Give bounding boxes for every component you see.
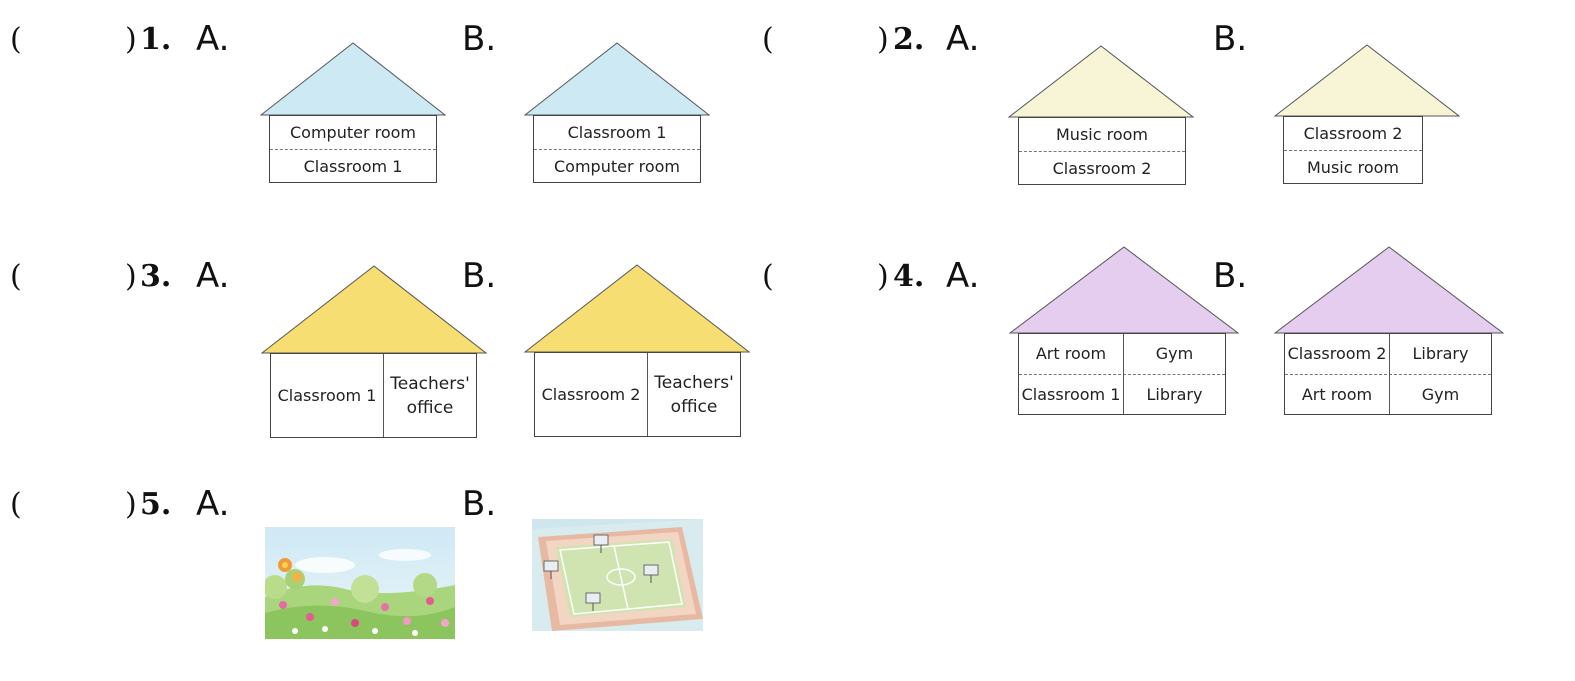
house-body: Music room Classroom 2 (1018, 117, 1186, 185)
room-divider (383, 354, 384, 437)
roof-triangle (524, 264, 750, 353)
house-body: Classroom 2 Music room (1283, 116, 1423, 184)
floor-divider (1285, 374, 1491, 375)
answer-blank[interactable] (30, 259, 120, 293)
floor-divider (534, 149, 700, 150)
option-b-label: B. (462, 484, 497, 524)
option-a-house[interactable]: Computer room Classroom 1 (260, 42, 446, 184)
room-top-right: Library (1412, 344, 1469, 363)
house-roof (1009, 246, 1239, 334)
roof-triangle (260, 42, 446, 116)
roof-triangle (524, 42, 710, 116)
option-b-house[interactable]: Classroom 2 Music room (1274, 44, 1460, 185)
room-bottom-right: Library (1146, 384, 1203, 404)
room-bottom-left: Art room (1301, 384, 1373, 404)
room-top-left: Classroom 2 (1287, 344, 1387, 363)
option-a-house[interactable]: Classroom 1 Teachers' office (261, 265, 487, 439)
room-right: Teachers' office (654, 372, 734, 417)
question-number: 2. (893, 22, 925, 57)
room-bottom-right: Gym (1421, 384, 1460, 404)
house-roof (524, 264, 750, 353)
option-a-house[interactable]: Art room Gym Classroom 1 Library (1009, 246, 1239, 416)
flower-garden-picture[interactable] (265, 527, 455, 639)
room-divider (647, 353, 648, 436)
question-number: 1. (140, 22, 172, 57)
house-roof (1008, 45, 1194, 118)
room-bottom: Computer room (553, 156, 680, 176)
answer-paren-open: ( (762, 22, 774, 57)
flower-garden-illustration (265, 527, 455, 639)
option-b-label: B. (462, 19, 497, 59)
answer-paren-close: ) (877, 259, 889, 294)
option-b-label: B. (1213, 19, 1248, 59)
option-a-house[interactable]: Music room Classroom 2 (1008, 45, 1194, 186)
answer-paren-close: ) (125, 22, 137, 57)
option-b-label: B. (1213, 256, 1248, 296)
answer-paren-open: ( (10, 487, 22, 522)
answer-paren-close: ) (125, 259, 137, 294)
answer-paren-close: ) (877, 22, 889, 57)
roof-triangle (1274, 246, 1504, 334)
room-divider (1123, 334, 1124, 414)
room-bottom: Music room (1307, 157, 1399, 177)
answer-paren-open: ( (10, 259, 22, 294)
option-a-label: A. (196, 484, 230, 524)
room-divider (1389, 334, 1390, 414)
option-a-label: A. (946, 19, 980, 59)
answer-blank[interactable] (30, 22, 120, 56)
room-bottom-left: Classroom 1 (1021, 384, 1121, 404)
floor-divider (1019, 151, 1185, 152)
roof-triangle (1274, 44, 1460, 117)
answer-paren-open: ( (762, 259, 774, 294)
option-a-label: A. (196, 19, 230, 59)
option-a-label: A. (196, 256, 230, 296)
room-top: Classroom 2 (1303, 123, 1403, 143)
question-number: 4. (893, 259, 925, 294)
answer-blank[interactable] (782, 259, 872, 293)
room-top-right: Gym (1155, 344, 1194, 363)
basketball-court-picture[interactable] (532, 519, 703, 631)
room-bottom: Classroom 2 (1052, 158, 1152, 178)
option-b-label: B. (462, 256, 497, 296)
floor-divider (1284, 150, 1422, 151)
house-body: Art room Gym Classroom 1 Library (1018, 333, 1226, 415)
basketball-court-illustration (532, 519, 703, 631)
house-roof (1274, 246, 1504, 334)
roof-triangle (1008, 45, 1194, 118)
option-b-house[interactable]: Classroom 2 Teachers' office (524, 264, 750, 438)
question-number: 5. (140, 487, 172, 522)
floor-divider (1019, 374, 1225, 375)
house-body: Classroom 1 Computer room (533, 115, 701, 183)
answer-paren-close: ) (125, 487, 137, 522)
room-bottom: Classroom 1 (303, 156, 403, 176)
answer-paren-open: ( (10, 22, 22, 57)
house-roof (1274, 44, 1460, 117)
house-body: Classroom 1 Teachers' office (270, 353, 477, 438)
option-a-label: A. (946, 256, 980, 296)
answer-blank[interactable] (30, 487, 120, 521)
house-roof (261, 265, 487, 354)
answer-blank[interactable] (782, 22, 872, 56)
house-roof (260, 42, 446, 116)
roof-triangle (1009, 246, 1239, 334)
house-body: Classroom 2 Teachers' office (534, 352, 741, 437)
house-roof (524, 42, 710, 116)
house-body: Computer room Classroom 1 (269, 115, 437, 183)
option-b-house[interactable]: Classroom 1 Computer room (524, 42, 710, 184)
floor-divider (270, 149, 436, 150)
option-b-house[interactable]: Classroom 2 Library Art room Gym (1274, 246, 1504, 416)
room-top: Classroom 1 (567, 122, 667, 142)
room-left: Classroom 1 (277, 385, 377, 405)
house-body: Classroom 2 Library Art room Gym (1284, 333, 1492, 415)
room-top: Music room (1056, 124, 1148, 144)
room-top: Computer room (289, 122, 416, 142)
room-right: Teachers' office (390, 373, 470, 418)
roof-triangle (261, 265, 487, 354)
room-left: Classroom 2 (541, 384, 641, 404)
question-number: 3. (140, 259, 172, 294)
room-top-left: Art room (1035, 344, 1107, 363)
